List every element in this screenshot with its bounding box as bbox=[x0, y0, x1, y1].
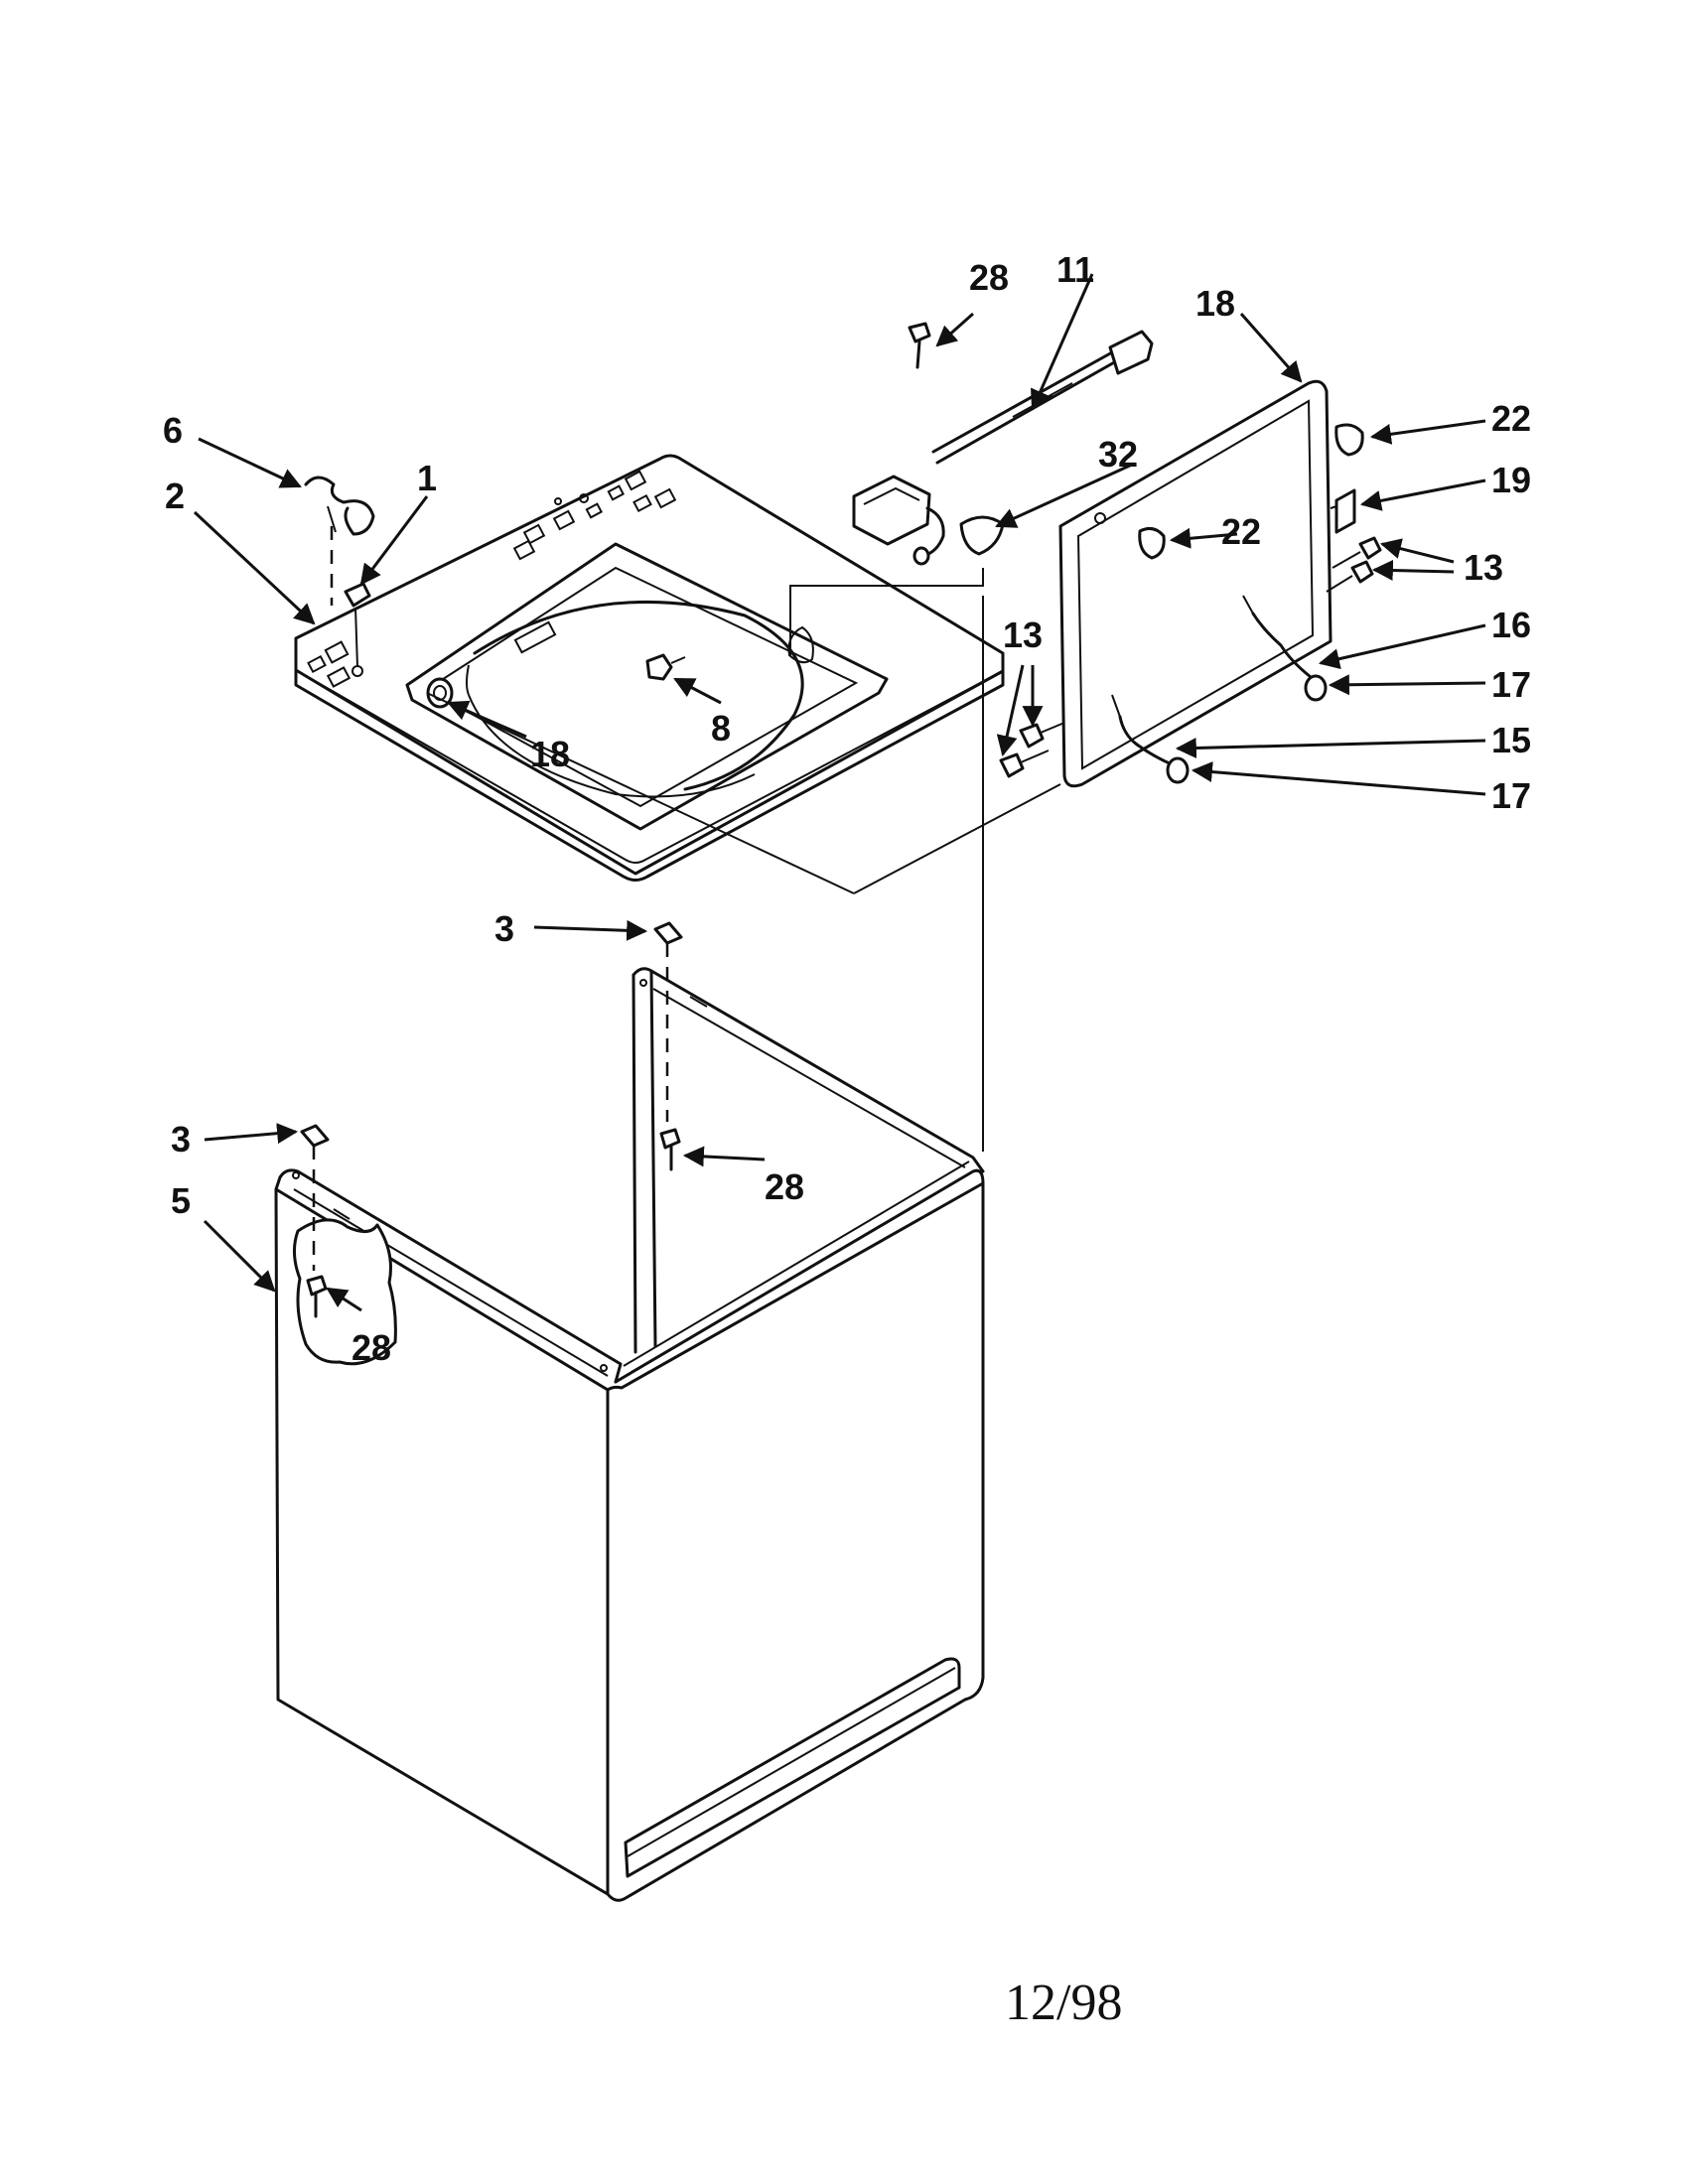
part-1-clip bbox=[344, 582, 371, 677]
cabinet-body bbox=[274, 967, 985, 1902]
label-part-1: 1 bbox=[417, 458, 437, 498]
cabinet-top bbox=[294, 454, 1005, 882]
label-part-16: 16 bbox=[1491, 605, 1531, 645]
label-part-28: 28 bbox=[765, 1166, 804, 1207]
part-17-bushing bbox=[1304, 674, 1328, 702]
top-vent-slot bbox=[513, 620, 557, 654]
label-part-6: 6 bbox=[163, 410, 183, 451]
label-part-3: 3 bbox=[171, 1119, 191, 1160]
part-3-clip bbox=[300, 1124, 330, 1148]
part-13-screw bbox=[999, 750, 1050, 778]
label-part-19: 18 bbox=[1195, 283, 1235, 324]
label-part-32: 32 bbox=[1098, 434, 1138, 475]
label-part-18: 18 bbox=[530, 734, 570, 774]
label-part-8: 8 bbox=[711, 708, 731, 749]
label-part-13: 13 bbox=[1464, 547, 1503, 588]
label-part-20: 19 bbox=[1491, 460, 1531, 500]
part-17-bushing bbox=[1166, 756, 1190, 784]
label-part-28: 28 bbox=[351, 1327, 391, 1368]
label-part-22: 22 bbox=[1491, 398, 1531, 439]
label-part-15: 15 bbox=[1491, 720, 1531, 760]
part-3-clip bbox=[653, 921, 683, 945]
label-part-28: 28 bbox=[969, 257, 1009, 298]
label-part-11: 11 bbox=[1056, 249, 1094, 290]
alignment-lines bbox=[312, 526, 1061, 1271]
label-part-13: 13 bbox=[1003, 614, 1043, 655]
label-part-3: 3 bbox=[494, 908, 514, 949]
part-22-bumper bbox=[1138, 526, 1166, 560]
part-22-bumper bbox=[1334, 423, 1364, 457]
part-6-clip bbox=[304, 476, 375, 536]
label-part-22: 22 bbox=[1221, 511, 1261, 552]
leader-lines bbox=[193, 273, 1486, 1312]
lid-switch-harness bbox=[852, 322, 1154, 566]
label-part-2: 2 bbox=[165, 476, 185, 516]
part-labels: 6 1 2 28 11 18 32 22 22 19 13 13 16 17 1… bbox=[163, 249, 1531, 1368]
part-28-screw bbox=[659, 1128, 681, 1171]
label-part-17: 17 bbox=[1491, 664, 1531, 705]
label-part-17: 17 bbox=[1491, 775, 1531, 816]
part-28-screw bbox=[908, 322, 931, 369]
lid bbox=[999, 379, 1382, 788]
part-13-screw bbox=[1332, 536, 1382, 569]
part-20-latch bbox=[1330, 488, 1356, 534]
part-28-screw bbox=[306, 1275, 328, 1318]
part-32-actuator bbox=[959, 515, 1005, 556]
label-part-5: 5 bbox=[171, 1180, 191, 1221]
part-8-screw bbox=[645, 653, 686, 681]
part-13-screw bbox=[1019, 722, 1065, 749]
revision-date: 12/98 bbox=[1005, 1975, 1122, 2031]
